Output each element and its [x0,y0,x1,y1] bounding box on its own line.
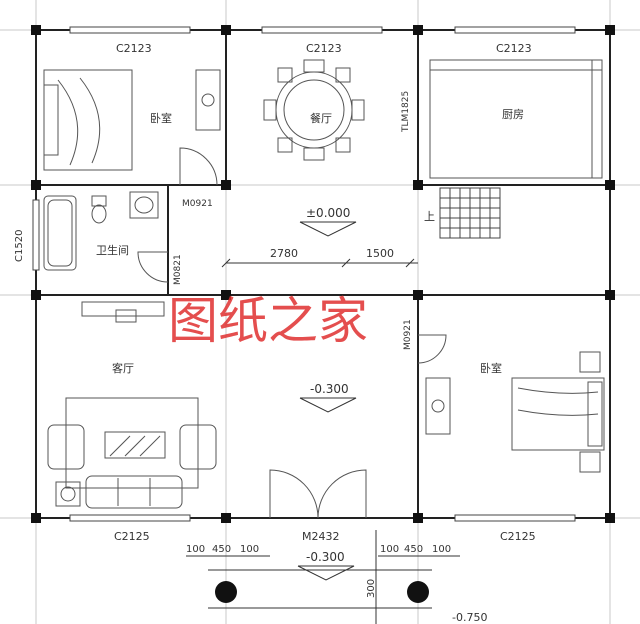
door-label-kitchen: TLM1825 [401,91,411,133]
bathtub [43,195,77,271]
stair-up-label: 上 [424,210,435,223]
dimension-porch-left-2: 450 [212,544,231,555]
window-label-top-right: C2123 [496,42,532,55]
dimension-porch-left-3: 100 [240,544,259,555]
window-label-top-left: C2123 [116,42,152,55]
bed-2 [511,377,605,451]
dimension-hall-left: 2780 [270,247,298,260]
dimension-porch-left-1: 100 [186,544,205,555]
room-label-bath: 卫生间 [96,243,129,257]
door-label-main: M2432 [302,530,340,543]
bed-1 [43,69,133,171]
room-label-bedroom1: 卧室 [150,111,172,125]
window-label-bath: C1520 [14,230,25,262]
dimension-porch-right-3: 100 [432,544,451,555]
room-label-living: 客厅 [112,361,134,375]
tv-cabinet [81,301,165,323]
columns [31,25,615,523]
level-label-hall: ±0.000 [306,206,350,220]
window-label-bottom-left: C2125 [114,530,150,543]
kitchen-counter [429,59,603,179]
level-label-living: -0.300 [310,382,349,396]
dimension-porch-right-1: 100 [380,544,399,555]
window-label-bottom-right: C2125 [500,530,536,543]
washbasin [129,191,159,219]
room-label-bedroom2: 卧室 [480,361,502,375]
dimension-hall-right: 1500 [366,247,394,260]
wardrobe-1 [195,69,221,131]
door-label-bath: M0821 [173,254,183,285]
door-label-bedroom2: M0921 [403,319,413,350]
stair [439,187,501,239]
dining-table [263,59,365,161]
level-label-ground: -0.750 [452,611,487,624]
toilet [91,195,107,224]
dimension-porch-right-2: 450 [404,544,423,555]
dimension-porch-depth: 300 [366,579,377,598]
door-swings [137,147,447,519]
wardrobe-2 [425,351,601,473]
room-label-kitchen: 厨房 [502,108,524,121]
level-label-porch: -0.300 [306,550,345,564]
porch-columns [215,581,429,603]
window-label-top-mid: C2123 [306,42,342,55]
room-label-dining: 餐厅 [310,111,332,125]
door-label-bedroom1: M0921 [182,199,213,209]
dimension-lines [186,258,460,624]
walls [35,29,611,519]
level-markers [297,221,357,581]
window-openings [32,26,576,522]
sofa-set [47,397,217,509]
watermark: 图纸之家 [168,292,368,350]
